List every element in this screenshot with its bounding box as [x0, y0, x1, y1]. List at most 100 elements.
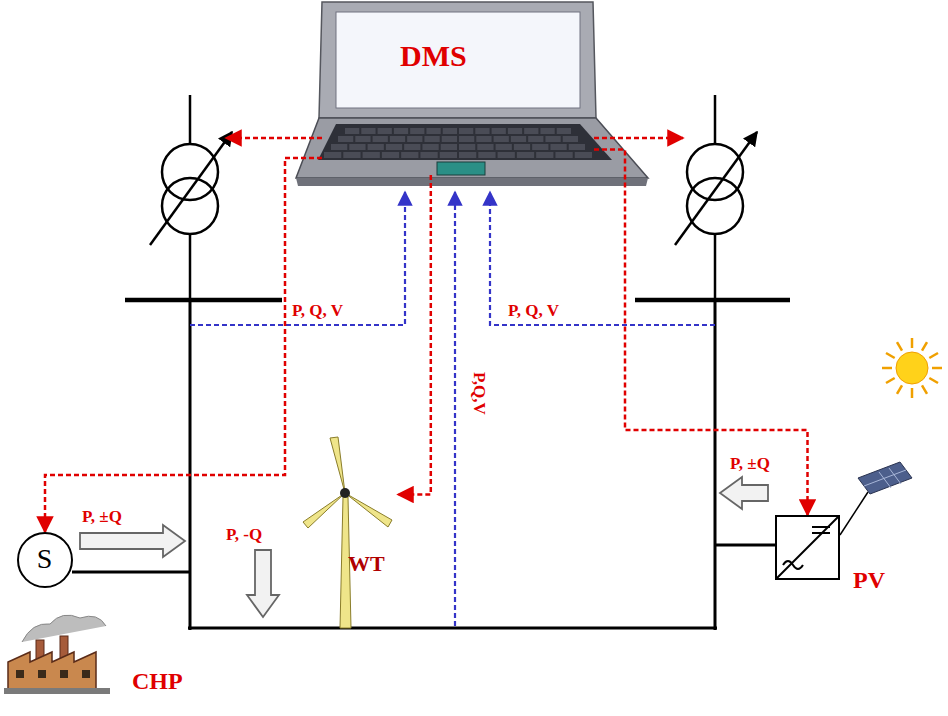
- sun-ray: [886, 378, 895, 383]
- key: [492, 128, 506, 134]
- key: [386, 144, 402, 150]
- key: [517, 152, 534, 158]
- solar-panel: [840, 462, 912, 535]
- key: [442, 136, 457, 142]
- key: [477, 144, 493, 150]
- key: [514, 144, 530, 150]
- sun-ray: [897, 385, 902, 394]
- key: [511, 136, 526, 142]
- pv-inverter: PV: [775, 515, 840, 580]
- sun-ray: [897, 342, 902, 351]
- signal-label: P,Q,V: [469, 372, 488, 415]
- key: [575, 152, 592, 158]
- sun-ray: [882, 367, 892, 370]
- key: [349, 144, 365, 150]
- node-text: DMS: [400, 39, 467, 72]
- key: [532, 144, 548, 150]
- key: [459, 136, 474, 142]
- sun-icon: [882, 338, 942, 398]
- key: [496, 144, 512, 150]
- sun-ray: [929, 353, 938, 358]
- key: [420, 152, 437, 158]
- key: [443, 128, 457, 134]
- key: [373, 136, 388, 142]
- laptop-icon: [296, 2, 648, 186]
- key: [368, 144, 384, 150]
- key: [440, 152, 457, 158]
- key: [378, 128, 392, 134]
- key: [557, 128, 571, 134]
- node-text: WT: [348, 552, 385, 576]
- key: [475, 128, 489, 134]
- key: [394, 128, 408, 134]
- key: [426, 128, 440, 134]
- key: [563, 136, 578, 142]
- key: [345, 128, 359, 134]
- sun-ray: [911, 338, 914, 348]
- sun-ray: [911, 388, 914, 398]
- key: [324, 152, 341, 158]
- measurement-lines: [190, 192, 715, 626]
- key: [363, 152, 380, 158]
- node-text: PV: [853, 567, 885, 593]
- control-connector: [594, 150, 808, 516]
- sun-ray: [932, 367, 942, 370]
- power-label: P, ±Q: [82, 508, 122, 527]
- wind-turbine: [303, 437, 392, 628]
- factory-icon: [4, 615, 110, 694]
- key: [478, 152, 495, 158]
- dms-laptop: DMS: [322, 5, 594, 175]
- plant-name: CHP: [132, 668, 183, 694]
- key: [569, 144, 585, 150]
- key: [540, 128, 554, 134]
- key: [550, 144, 566, 150]
- key: [524, 128, 538, 134]
- key: [508, 128, 522, 134]
- wind-turbine-node: WT: [310, 440, 398, 628]
- key: [382, 152, 399, 158]
- key: [404, 144, 420, 150]
- key: [528, 136, 543, 142]
- signal-label: P, Q, V: [508, 302, 559, 321]
- key: [422, 144, 438, 150]
- key: [361, 128, 375, 134]
- key: [459, 128, 473, 134]
- keyboard-keys: [324, 128, 592, 158]
- sun-ray: [922, 385, 927, 394]
- left-transformer: [150, 95, 232, 300]
- key: [441, 144, 457, 150]
- key: [555, 152, 572, 158]
- control-connector: [45, 158, 322, 532]
- key: [459, 144, 475, 150]
- key: [331, 144, 347, 150]
- key: [476, 136, 491, 142]
- key: [498, 152, 515, 158]
- control-connector: [398, 175, 431, 495]
- key: [355, 136, 370, 142]
- sun-ray: [922, 342, 927, 351]
- key: [390, 136, 405, 142]
- key: [424, 136, 439, 142]
- power-label: P, -Q: [226, 526, 262, 545]
- key: [459, 152, 476, 158]
- key: [343, 152, 360, 158]
- key: [338, 136, 353, 142]
- power-flow-arrows: [80, 477, 768, 617]
- tap-control-lines: [226, 137, 683, 140]
- synchronous-generator: S: [17, 532, 73, 588]
- key: [545, 136, 560, 142]
- sun-ray: [886, 353, 895, 358]
- key: [407, 136, 422, 142]
- inverter-symbols: [777, 517, 838, 578]
- key: [410, 128, 424, 134]
- power-label: P, ±Q: [730, 455, 770, 474]
- sun-ray: [929, 378, 938, 383]
- node-text: S: [37, 544, 53, 575]
- key: [536, 152, 553, 158]
- key: [401, 152, 418, 158]
